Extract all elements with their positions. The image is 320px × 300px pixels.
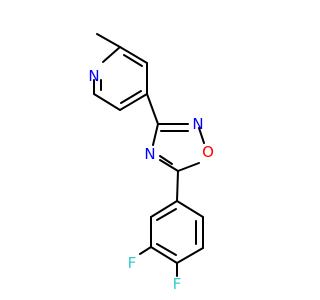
bond-oxadiazole-o-c5 [177, 162, 200, 172]
oxadiazole-nitrogen-label-top: N [192, 115, 203, 133]
bond-aryl-c6-c1 [176, 200, 204, 218]
bond-pyridine-c5-c6 [93, 93, 121, 111]
bond-aryl-c4-c5 [176, 247, 204, 264]
bond-aryl-c3-c4 [150, 246, 178, 264]
bond-pyridine-c2-c3-inner [123, 54, 143, 67]
bond-aryl-c3-c4-inner [156, 243, 177, 256]
bond-oxadiazole-c5-n4-inner [159, 155, 173, 165]
fluorine-label-bottom: F [173, 275, 182, 293]
bond-layer [93, 33, 205, 277]
bond-oxadiazole-aryl [176, 170, 179, 202]
bond-pyridine-c2-c3 [119, 46, 148, 64]
atom-label-layer: N N O N F F [88, 67, 214, 293]
bond-methyl-c [96, 33, 121, 48]
bond-aryl-c1-c2 [150, 200, 178, 218]
oxadiazole-oxygen-label: O [202, 143, 214, 161]
pyridine-nitrogen-label: N [88, 67, 99, 85]
bond-pyridine-c4-c5-inner [120, 90, 142, 104]
oxadiazole-nitrogen-label-left: N [144, 145, 155, 163]
fluorine-label-left: F [128, 254, 137, 272]
bond-pyridine-c4-c5 [119, 93, 148, 111]
bond-aryl-f1 [139, 246, 152, 255]
bond-pyridine-n-c2 [102, 46, 121, 63]
bond-oxadiazole-n2-o [198, 127, 205, 144]
bond-oxadiazole-c5-n4 [159, 159, 179, 172]
molecule-structure-diagram: N N O N F F [88, 33, 214, 293]
bond-pyridine-oxadiazole [146, 93, 159, 125]
bond-oxadiazole-n4-c3 [152, 123, 159, 146]
bond-aryl-c1-c2-inner [156, 208, 177, 221]
